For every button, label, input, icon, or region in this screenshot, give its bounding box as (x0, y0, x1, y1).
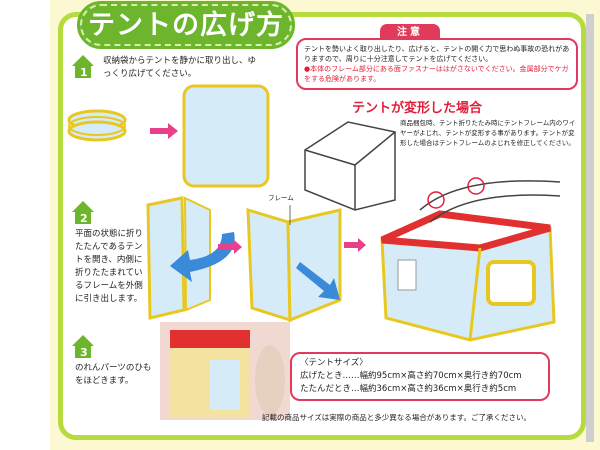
size-heading: 〈テントサイズ〉 (300, 358, 368, 368)
size-note: 記載の商品サイズは実際の商品と多少異なる場合があります。ご了承ください。 (262, 413, 532, 422)
panel-shadow (586, 14, 594, 442)
deformed-frame-sketch (304, 121, 561, 223)
size-folded: たたんだとき…幅約36cm×高さ約36cm×奥行き約5cm (300, 384, 517, 394)
caution-text: テントを勢いよく取り出したり、広げると、テントの開く力で思わぬ事故の恐れがありま… (304, 45, 570, 63)
step-3-text: のれんパーツのひもをほどきます。 (75, 363, 152, 386)
size-open: 広げたとき……幅約95cm×高さ約70cm×奥行き約70cm (300, 371, 522, 381)
arrow-right-icon (150, 123, 178, 139)
caution-box: テントを勢いよく取り出したり、広げると、テントの開く力で思わぬ事故の恐れがありま… (296, 38, 578, 90)
flat-tent-panel (182, 84, 270, 188)
svg-text:3: 3 (80, 346, 88, 359)
tent-photo (160, 322, 290, 420)
svg-text:1: 1 (80, 66, 88, 79)
folded-tent-disc (67, 109, 127, 142)
unfold-arrow-icon (170, 232, 235, 282)
deform-heading: テントが変形した場合 (352, 101, 483, 116)
caution-warning: ●本体のフレーム部分にある面ファスナーははがさないでください。金属部分でケガをす… (304, 65, 569, 83)
step-2-house-icon: 2 (72, 201, 94, 225)
deform-text: 商品梱包時、テント折りたたみ時にテントフレーム内のワイヤーがよじれ、テントが変形… (400, 119, 576, 147)
caution-heading: 注意 (380, 24, 440, 40)
arrow-right-icon (218, 240, 242, 254)
tent-opening-panels (286, 208, 342, 323)
step-3-house-icon: 3 (72, 335, 94, 359)
tent-size-box: 〈テントサイズ〉 広げたとき……幅約95cm×高さ約70cm×奥行き約70cm … (290, 352, 550, 401)
step-2-text: 平面の状態に折りたたんであるテントを開き、内側に折りたたまれているフレームを外側… (75, 229, 144, 304)
tent-side-panel (146, 196, 186, 320)
assembled-tent (380, 210, 556, 342)
svg-text:2: 2 (80, 212, 88, 225)
page-title: テントの広げ方 (77, 1, 295, 49)
step-1-text: 収納袋からテントを静かに取り出し、ゆっくり広げてください。 (103, 56, 257, 79)
frame-label: フレーム (268, 194, 294, 202)
arrow-right-icon (344, 238, 366, 252)
step-1-house-icon: 1 (72, 55, 94, 79)
pull-frame-arrow-icon (296, 262, 340, 300)
